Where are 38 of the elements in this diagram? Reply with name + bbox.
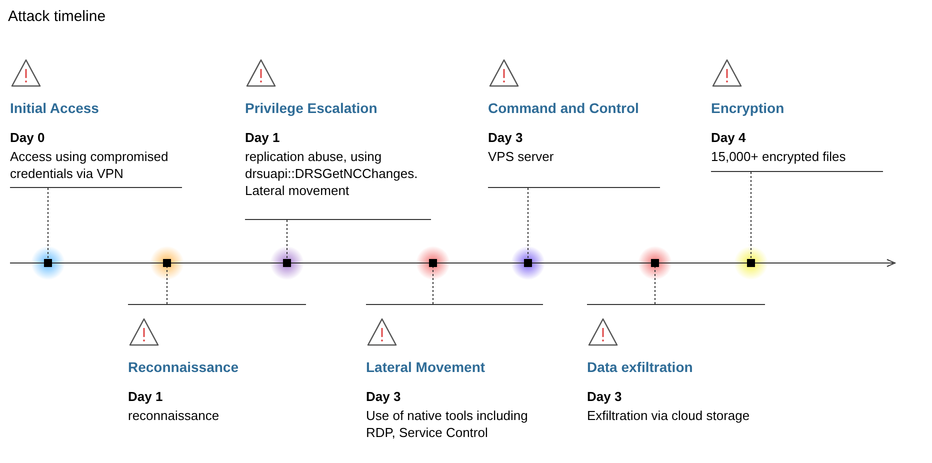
diagram-title: Attack timeline — [8, 7, 106, 27]
timeline-marker — [44, 259, 52, 267]
event-description: VPS server — [488, 148, 555, 165]
event-description: replication abuse, using drsuapi::DRSGetNCChanges. Lateral movement — [245, 148, 419, 199]
event-day: Day 4 — [711, 130, 746, 146]
event-day: Day 1 — [245, 130, 280, 146]
event-heading: Privilege Escalation — [245, 100, 378, 118]
event-description: Access using compromised credentials via VPN — [10, 148, 170, 182]
leader-line — [432, 266, 434, 304]
event-heading: Data exfiltration — [587, 359, 693, 376]
event-description: Use of native tools including RDP, Service Control — [366, 406, 529, 441]
timeline-marker — [747, 259, 755, 267]
timeline-marker — [651, 259, 659, 267]
timeline-marker — [283, 259, 291, 267]
event-heading: Reconnaissance — [128, 359, 238, 376]
event-card — [488, 58, 660, 188]
leader-line — [750, 172, 752, 260]
event-description: Exfiltration via cloud storage — [587, 406, 751, 424]
event-day: Day 3 — [587, 388, 622, 405]
leader-line — [166, 266, 168, 304]
timeline-marker — [163, 259, 171, 267]
event-card — [245, 58, 431, 220]
event-heading: Command and Control — [488, 100, 639, 118]
event-day: Day 1 — [128, 388, 163, 405]
event-description: 15,000+ encrypted files — [711, 148, 847, 165]
timeline-marker — [429, 259, 437, 267]
event-heading: Initial Access — [10, 100, 99, 118]
event-heading: Encryption — [711, 100, 784, 118]
leader-line — [654, 266, 656, 304]
event-description: reconnaissance — [128, 406, 220, 424]
timeline-marker — [524, 259, 532, 267]
event-day: Day 3 — [366, 388, 401, 405]
event-heading: Lateral Movement — [366, 359, 486, 376]
event-card — [10, 58, 182, 188]
event-card — [711, 58, 883, 172]
leader-line — [286, 220, 288, 260]
event-day: Day 3 — [488, 130, 523, 146]
event-day: Day 0 — [10, 130, 45, 146]
